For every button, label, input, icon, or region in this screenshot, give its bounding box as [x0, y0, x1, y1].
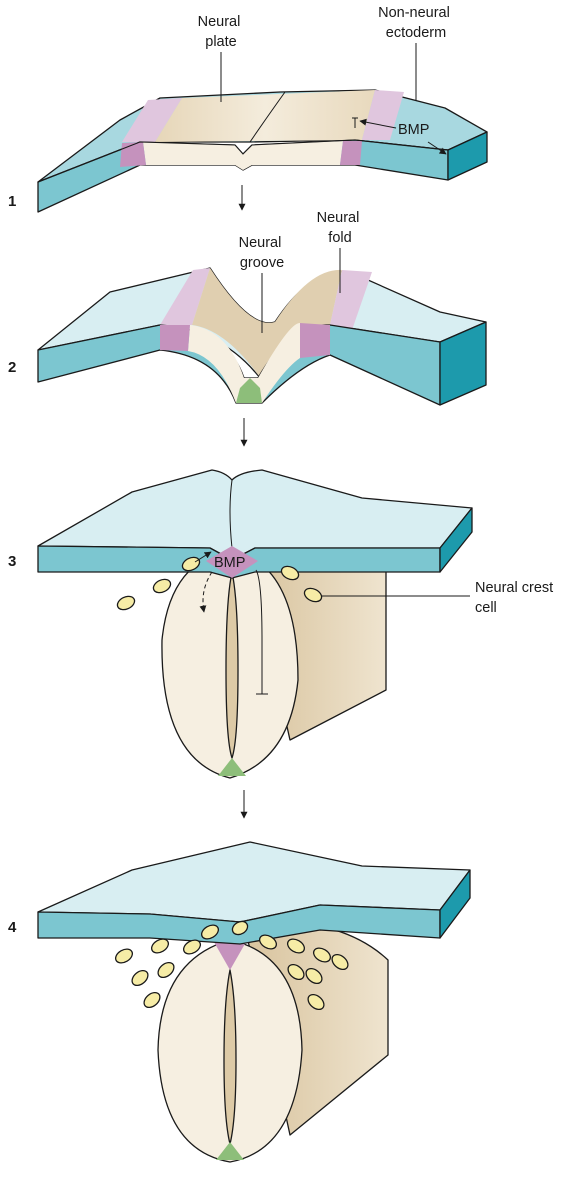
stage-number-1: 1 — [8, 193, 16, 210]
stage3-lumen — [226, 572, 238, 758]
neural-crest-cell — [155, 960, 177, 981]
label-non-neural-ectoderm: Non-neural ectoderm — [378, 5, 454, 41]
stage-1-neural-plate — [38, 90, 487, 212]
label-neural-crest-cell: Neural crest cell — [475, 580, 557, 616]
neural-crest-cell — [115, 594, 136, 612]
stage-number-3: 3 — [8, 553, 16, 570]
label-bmp-stage1: BMP — [398, 122, 429, 138]
stage-number-4: 4 — [8, 919, 17, 936]
stage-3-closing-tube — [38, 470, 472, 778]
stage2-front-fold-right — [300, 323, 330, 358]
stage1-plate-top — [155, 90, 375, 142]
stage-4-neural-tube — [38, 842, 470, 1162]
label-neural-groove: Neural groove — [239, 235, 286, 271]
neural-crest-cell — [141, 990, 163, 1011]
stage2-front-fold-left — [160, 325, 190, 351]
stage1-front-fold-left — [120, 142, 146, 167]
stage4-lumen — [224, 970, 236, 1144]
neural-crest-cell — [129, 968, 151, 989]
neural-crest-cell — [113, 946, 135, 965]
neural-crest-cell — [151, 577, 172, 595]
stage1-front-fold-right — [340, 141, 362, 165]
label-neural-plate: Neural plate — [198, 14, 245, 50]
stage-number-2: 2 — [8, 359, 16, 376]
label-neural-fold: Neural fold — [317, 210, 364, 246]
label-bmp-stage3: BMP — [214, 555, 245, 571]
